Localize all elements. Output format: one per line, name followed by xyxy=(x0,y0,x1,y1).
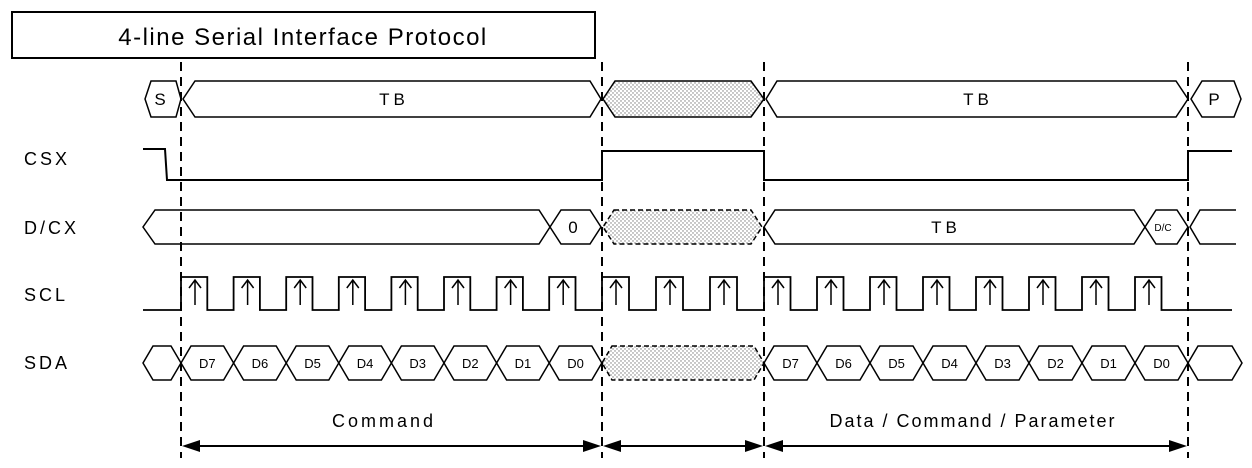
sda-bit-label: D7 xyxy=(199,356,216,371)
sda-bit-label: D6 xyxy=(835,356,852,371)
scl-rising-edge-arrow xyxy=(930,278,944,305)
sda-bit-cell xyxy=(816,345,871,381)
scl-label: SCL xyxy=(24,285,68,305)
arrow-head xyxy=(182,440,200,452)
dcx-undefined-cell xyxy=(142,209,551,245)
sda-bit-label: D2 xyxy=(1047,356,1064,371)
tb-cell-2 xyxy=(765,80,1189,118)
sda-bit-cell xyxy=(975,345,1030,381)
sda-bit-cell xyxy=(1081,345,1136,381)
scl-rising-edge-arrow xyxy=(983,278,997,305)
sda-bit-label: D2 xyxy=(462,356,479,371)
scl-rising-edge-arrow xyxy=(663,278,677,305)
dcx-zero-label: 0 xyxy=(568,218,577,237)
sda-bit-label: D6 xyxy=(252,356,269,371)
tb-label-1: TB xyxy=(379,90,409,109)
sda-bit-cell xyxy=(232,345,288,381)
scl-rising-edge-arrow xyxy=(504,278,518,305)
scl-rising-edge-arrow xyxy=(346,278,360,305)
range-arrows xyxy=(182,440,1187,452)
dcx-tb-label: TB xyxy=(931,218,961,237)
dcx-hatched-cell xyxy=(602,209,763,245)
stop-label: P xyxy=(1208,90,1219,109)
timing-guides xyxy=(180,62,1189,458)
arrow-head xyxy=(603,440,621,452)
sda-bit-cell xyxy=(1028,345,1083,381)
tb-cell-1 xyxy=(182,80,602,118)
sda-bit-cell xyxy=(1134,345,1189,381)
sda-undefined-cell xyxy=(142,345,182,381)
sda-label: SDA xyxy=(24,353,70,373)
stop-cell xyxy=(1190,80,1242,118)
scl-rising-edge-arrow xyxy=(451,278,465,305)
sda-bit-cell xyxy=(337,345,393,381)
sda-hatched-cell xyxy=(601,345,765,381)
scl-rising-edge-arrows xyxy=(188,278,1156,305)
sda-bit-label: D5 xyxy=(888,356,905,371)
scl-rising-edge-arrow xyxy=(293,278,307,305)
dcx-dc-cell xyxy=(1144,209,1189,245)
dcx-label: D/CX xyxy=(24,218,79,238)
sda-bit-label: D0 xyxy=(1153,356,1170,371)
sda-bit-cell xyxy=(390,345,445,381)
sda-bit-label: D5 xyxy=(304,356,321,371)
sda-bit-cell xyxy=(495,345,551,381)
sda-bit-label: D1 xyxy=(1100,356,1117,371)
hatched-cell-1 xyxy=(602,80,765,118)
scl-rising-edge-arrow xyxy=(556,278,570,305)
sda-bit-label: D4 xyxy=(357,356,374,371)
sda-bit-label: D3 xyxy=(409,356,426,371)
scl-rising-edge-arrow xyxy=(1036,278,1050,305)
sda-bit-label: D3 xyxy=(994,356,1011,371)
scl-rising-edge-arrow xyxy=(824,278,838,305)
arrow-head xyxy=(765,440,783,452)
title-box xyxy=(11,11,596,59)
diagram-title: 4-line Serial Interface Protocol xyxy=(118,24,488,51)
sda-bit-label: D4 xyxy=(941,356,958,371)
scl-rising-edge-arrow xyxy=(1142,278,1156,305)
sda-undefined-cell xyxy=(1187,345,1243,381)
start-cell xyxy=(144,80,182,118)
sda-bit-cell xyxy=(922,345,977,381)
data-range-label: Data / Command / Parameter xyxy=(829,411,1116,431)
sda-bit-cell xyxy=(285,345,340,381)
csx-waveform xyxy=(143,148,1232,181)
scl-rising-edge-arrow xyxy=(771,278,785,305)
scl-rising-edge-arrow xyxy=(398,278,412,305)
dcx-zero-cell xyxy=(549,209,602,245)
sda-bit-cell xyxy=(869,345,924,381)
dcx-row xyxy=(142,209,1236,245)
dcx-tail xyxy=(1189,209,1236,245)
sda-bit-cell xyxy=(548,345,603,381)
sda-bit-label: D7 xyxy=(782,356,799,371)
scl-rising-edge-arrow xyxy=(241,278,255,305)
protocol-row xyxy=(144,80,1242,118)
sda-bit-cell xyxy=(443,345,498,381)
sda-row: D7 D6 D5 D4 D3 D2 D1 D0 D7 D6 D5 D4 D3 D2 D1 D0 xyxy=(142,345,1243,381)
scl-rising-edge-arrow xyxy=(1089,278,1103,305)
scl-rising-edge-arrow xyxy=(609,278,623,305)
scl-rising-edge-arrow xyxy=(877,278,891,305)
dcx-dc-label: D/C xyxy=(1154,223,1171,234)
arrow-head xyxy=(745,440,763,452)
arrow-head xyxy=(1169,440,1187,452)
sda-bit-label: D1 xyxy=(515,356,532,371)
sda-bit-label: D0 xyxy=(567,356,584,371)
tb-label-2: TB xyxy=(963,90,993,109)
scl-rising-edge-arrow xyxy=(188,278,202,305)
scl-rising-edge-arrow xyxy=(717,278,731,305)
csx-label: CSX xyxy=(24,149,70,169)
start-label: S xyxy=(154,90,165,109)
arrow-head xyxy=(583,440,601,452)
scl-waveform xyxy=(143,276,1232,311)
command-range-label: Command xyxy=(332,411,436,431)
